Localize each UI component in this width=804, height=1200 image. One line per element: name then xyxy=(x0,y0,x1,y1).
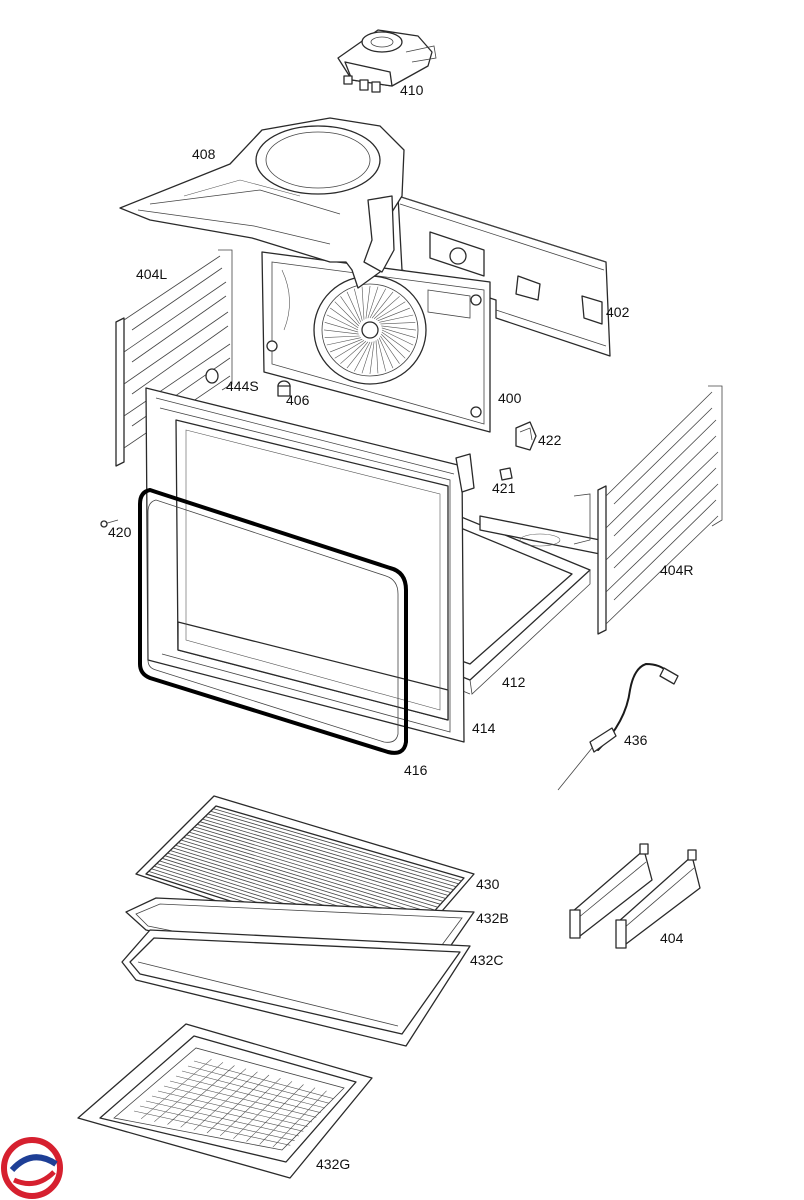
drawing-stroke xyxy=(323,329,359,335)
drawing-stroke xyxy=(180,839,431,917)
drawing-stroke xyxy=(178,842,428,920)
drawing-stroke xyxy=(381,325,417,331)
drawing-stroke xyxy=(381,329,414,346)
drawing-stroke xyxy=(324,335,360,338)
part-404R-right-rack xyxy=(597,385,723,635)
perforated-grid xyxy=(133,1058,334,1148)
drawing-stroke xyxy=(326,337,361,346)
drawing-stroke xyxy=(365,285,371,319)
part-436-meat-probe xyxy=(557,662,679,791)
part-444S-lamp-seal xyxy=(205,368,219,384)
part-408-top-shield xyxy=(119,117,405,289)
part-432C-baking-tray xyxy=(121,929,471,1047)
drawing-stroke xyxy=(375,301,406,320)
drawing-stroke xyxy=(194,826,444,902)
callout-422: 422 xyxy=(538,432,562,448)
callout-432B: 432B xyxy=(476,910,509,926)
callout-414: 414 xyxy=(472,720,496,736)
part-420-screw xyxy=(100,519,119,528)
drawing-stroke xyxy=(353,341,371,372)
drawing-stroke xyxy=(371,291,394,319)
drawing-stroke xyxy=(340,341,367,364)
drawing-stroke xyxy=(188,831,438,908)
callout-444S: 444S xyxy=(226,378,259,394)
drawing-stroke xyxy=(377,307,410,322)
drawing-stroke xyxy=(272,1090,327,1148)
drawing-stroke xyxy=(380,335,400,364)
drawing-stroke xyxy=(375,340,379,374)
drawing-stroke xyxy=(324,322,359,333)
part-404-telescopic-slides xyxy=(569,843,701,949)
part-410-fan-motor xyxy=(337,29,437,93)
drawing-stroke xyxy=(367,286,379,319)
brand-swirl-logo xyxy=(1,1137,63,1199)
drawing-stroke xyxy=(378,337,394,369)
callout-416: 416 xyxy=(404,762,428,778)
part-432G-deep-pan xyxy=(77,1023,373,1179)
part-422-bracket xyxy=(515,421,537,451)
drawing-stroke xyxy=(377,339,386,372)
drawing-stroke xyxy=(330,307,359,329)
callout-432C: 432C xyxy=(470,952,504,968)
callout-420: 420 xyxy=(108,524,132,540)
drawing-stroke xyxy=(197,823,446,899)
drawing-stroke xyxy=(210,810,459,885)
drawing-stroke xyxy=(369,288,387,319)
part-414-oven-front-frame xyxy=(145,387,475,743)
part-402-rear-panel xyxy=(397,195,611,357)
drawing-stroke xyxy=(326,314,359,331)
callout-421: 421 xyxy=(492,480,516,496)
drawing-stroke xyxy=(259,1087,316,1145)
drawing-stroke xyxy=(379,314,414,323)
fan-grille xyxy=(323,285,417,375)
callout-404L: 404L xyxy=(136,266,168,282)
drawing-stroke xyxy=(381,333,406,359)
drawing-stroke xyxy=(340,296,360,325)
drawing-stroke xyxy=(369,341,375,375)
drawing-stroke xyxy=(381,331,410,353)
callout-408: 408 xyxy=(192,146,216,162)
drawing-stroke xyxy=(199,821,449,896)
part-406-lamp xyxy=(277,380,291,397)
drawing-stroke xyxy=(334,301,359,327)
callout-404: 404 xyxy=(660,930,684,946)
drawing-stroke xyxy=(380,322,416,325)
callout-430: 430 xyxy=(476,876,500,892)
drawing-stroke xyxy=(213,808,462,882)
callout-406: 406 xyxy=(286,392,310,408)
drawing-stroke xyxy=(334,340,365,359)
drawing-stroke xyxy=(330,338,363,353)
callout-412: 412 xyxy=(502,674,526,690)
drawing-stroke xyxy=(186,834,436,911)
drawing-stroke xyxy=(193,1060,334,1099)
callout-404R: 404R xyxy=(660,562,694,578)
drawing-stroke xyxy=(381,327,416,338)
callout-436: 436 xyxy=(624,732,648,748)
part-421-screw xyxy=(499,467,513,481)
callout-432G: 432G xyxy=(316,1156,351,1172)
drawing-stroke xyxy=(361,341,373,374)
callout-402: 402 xyxy=(606,304,630,320)
drawing-stroke xyxy=(361,286,365,320)
drawing-stroke xyxy=(207,813,457,888)
callout-400: 400 xyxy=(498,390,522,406)
callout-410: 410 xyxy=(400,82,424,98)
drawing-stroke xyxy=(373,296,400,319)
drawing-stroke xyxy=(354,288,363,321)
drawing-stroke xyxy=(191,829,441,905)
drawing-stroke xyxy=(346,341,369,369)
drawing-stroke xyxy=(202,818,452,893)
drawing-stroke xyxy=(183,837,433,914)
drawing-stroke xyxy=(205,816,454,891)
part-416-door-gasket xyxy=(138,488,408,755)
drawing-stroke xyxy=(346,291,362,323)
part-400-fan-cover xyxy=(261,251,491,433)
